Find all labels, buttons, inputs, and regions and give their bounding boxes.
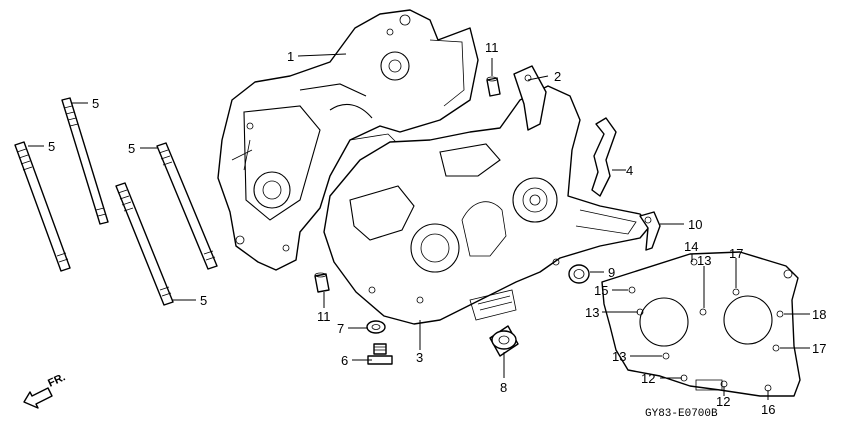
callout-8: 8 xyxy=(500,380,507,395)
callout-14: 14 xyxy=(684,239,698,254)
callout-12-a: 12 xyxy=(641,371,655,386)
oil-seal-part-9[interactable] xyxy=(568,264,590,284)
callout-3: 3 xyxy=(416,350,423,365)
callout-labels: 1 2 3 4 5 5 5 5 6 7 8 9 10 11 11 12 12 1… xyxy=(48,40,826,417)
left-crankcase-part-1[interactable] xyxy=(217,9,479,271)
direction-label: FR. xyxy=(46,371,67,389)
stud-bolt-part-5-b[interactable] xyxy=(14,141,71,272)
washer-part-7[interactable] xyxy=(366,320,386,334)
callout-7: 7 xyxy=(337,321,344,336)
callout-5-b: 5 xyxy=(48,139,55,154)
callout-1: 1 xyxy=(287,49,294,64)
oil-seal-part-8[interactable] xyxy=(489,325,519,357)
callout-5-a: 5 xyxy=(92,96,99,111)
callout-16: 16 xyxy=(761,402,775,417)
callout-10: 10 xyxy=(688,217,702,232)
callout-5-c: 5 xyxy=(128,141,135,156)
front-direction-indicator: FR. xyxy=(23,371,67,409)
drawing-code: GY83-E0700B xyxy=(645,408,718,420)
front-arrow-icon xyxy=(23,387,53,409)
callout-12-b: 12 xyxy=(716,394,730,409)
callout-11-top: 11 xyxy=(485,40,499,55)
bracket-part-2[interactable] xyxy=(513,65,547,131)
stud-bolt-part-5-d[interactable] xyxy=(115,182,174,306)
callout-17-a: 17 xyxy=(729,246,743,261)
stud-bolt-part-5-a[interactable] xyxy=(61,97,109,225)
dowel-pin-part-11-top[interactable] xyxy=(486,76,501,97)
clip-part-4[interactable] xyxy=(591,117,617,197)
dowel-pin-part-11-bottom[interactable] xyxy=(314,272,330,293)
callout-2: 2 xyxy=(554,69,561,84)
callout-13-b: 13 xyxy=(697,253,711,268)
callout-5-d: 5 xyxy=(200,293,207,308)
callout-4: 4 xyxy=(626,163,633,178)
drain-bolt-part-6[interactable] xyxy=(367,343,393,365)
hook-part-10[interactable] xyxy=(639,211,661,251)
callout-13-a: 13 xyxy=(585,305,599,320)
callout-13-c: 13 xyxy=(612,349,626,364)
stud-bolt-part-5-c[interactable] xyxy=(156,142,218,270)
crankcase-gasket[interactable] xyxy=(601,251,801,397)
callout-17-b: 17 xyxy=(812,341,826,356)
leader-lines xyxy=(28,53,810,400)
callout-11-bottom: 11 xyxy=(317,309,331,324)
callout-15: 15 xyxy=(594,283,608,298)
callout-18: 18 xyxy=(812,307,826,322)
callout-6: 6 xyxy=(341,353,348,368)
callout-9: 9 xyxy=(608,265,615,280)
